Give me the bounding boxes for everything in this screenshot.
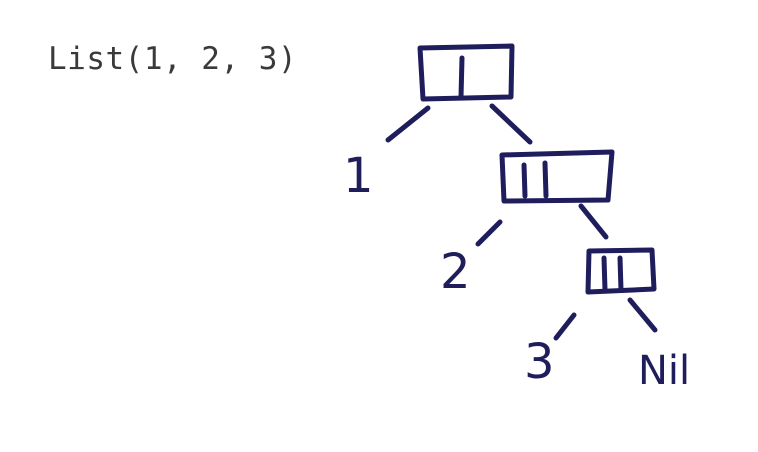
leaf-value-3: 3 — [524, 334, 555, 390]
edge-cell2-to-cell3 — [578, 203, 609, 240]
leaf-value-2: 2 — [440, 244, 471, 300]
edge-cell3-to-nil — [627, 297, 658, 333]
cons-cell-2 — [499, 149, 615, 204]
leaf-value-1: 1 — [343, 148, 374, 204]
edge-cell1-to-cell2 — [489, 103, 533, 145]
list-expression: List(1, 2, 3) — [48, 41, 298, 77]
edge-cell2-to-2 — [475, 219, 503, 247]
nil-terminator: Nil — [638, 348, 690, 394]
cons-cell-3 — [585, 247, 657, 295]
cons-cell-1 — [417, 43, 515, 102]
edge-cell1-to-1 — [385, 105, 431, 143]
edge-cell3-to-3 — [553, 312, 577, 341]
